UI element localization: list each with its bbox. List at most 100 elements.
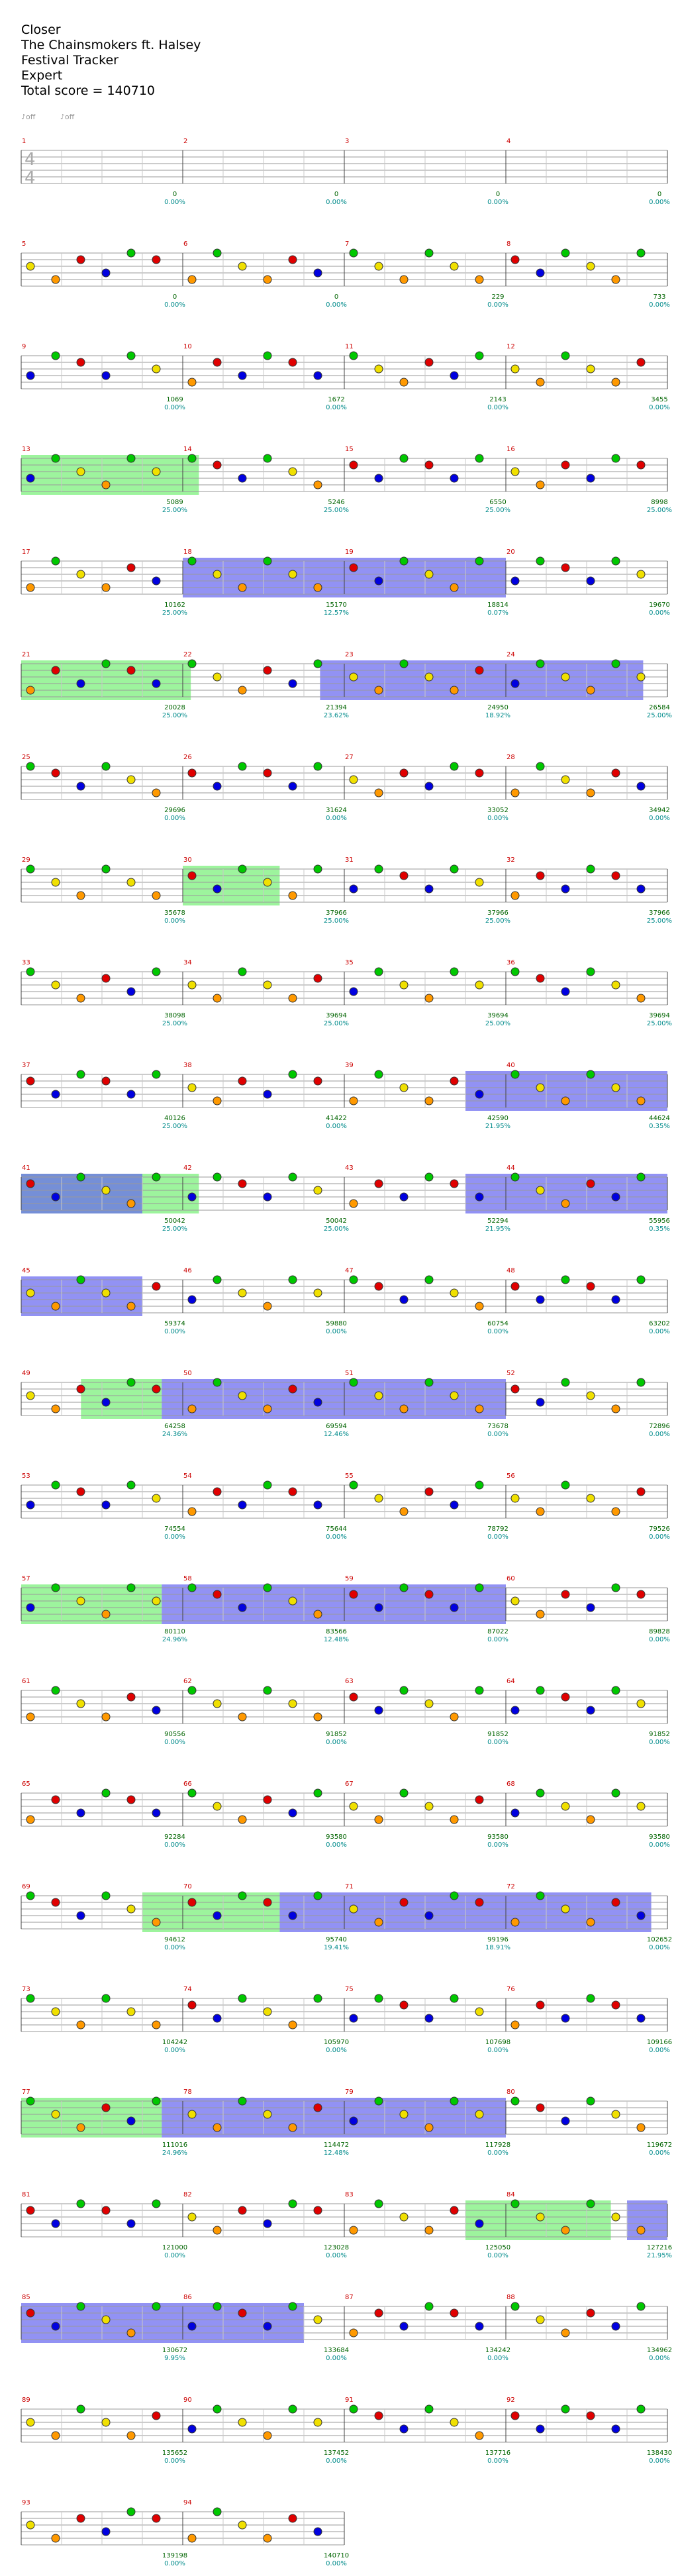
measure-score: 15170 xyxy=(326,601,347,609)
note-gem xyxy=(76,1384,85,1394)
note-gem xyxy=(636,1096,646,1106)
note-gem xyxy=(187,871,197,880)
sp-percent: 19.41% xyxy=(324,1944,349,1951)
note-gem xyxy=(187,2534,197,2543)
measure-score: 134242 xyxy=(485,2347,510,2354)
note-gem xyxy=(263,1583,272,1592)
note-gem xyxy=(374,864,383,874)
note-gem xyxy=(424,1590,434,1599)
note-gem xyxy=(76,782,85,791)
note-gem xyxy=(313,583,322,592)
measure-number: 41 xyxy=(22,1164,30,1172)
note-gem xyxy=(510,2020,520,2030)
measure-number: 93 xyxy=(22,2499,30,2506)
note-gem xyxy=(561,2116,570,2126)
sp-percent: 25.00% xyxy=(162,609,187,617)
note-gem xyxy=(510,467,520,476)
note-gem xyxy=(152,1808,161,1818)
measure-number: 12 xyxy=(507,343,515,350)
measure-score: 119672 xyxy=(647,2141,672,2149)
note-gem xyxy=(424,672,434,682)
note-gem xyxy=(536,378,545,387)
note-gem xyxy=(424,570,434,579)
note-gem xyxy=(313,1398,322,1407)
note-gem xyxy=(586,1179,595,1188)
note-gem xyxy=(213,1172,222,1182)
note-gem xyxy=(450,1288,459,1298)
note-gem xyxy=(213,1802,222,1811)
sp-percent: 0.00% xyxy=(164,404,185,411)
note-gem xyxy=(263,454,272,463)
note-gem xyxy=(288,1275,297,1284)
measure-score: 0 xyxy=(334,191,338,198)
measure-number: 73 xyxy=(22,1986,30,1993)
note-gem xyxy=(561,1590,570,1599)
note-gem xyxy=(510,255,520,264)
note-gem xyxy=(238,1179,247,1188)
measure-number: 82 xyxy=(183,2191,192,2198)
note-gem xyxy=(238,686,247,695)
note-gem xyxy=(238,1076,247,1086)
note-gem xyxy=(399,1083,409,1092)
note-gem xyxy=(424,2404,434,2414)
note-gem xyxy=(51,768,60,778)
measure-number: 63 xyxy=(345,1678,354,1685)
measure-number: 44 xyxy=(507,1164,515,1172)
measure-number: 90 xyxy=(183,2396,192,2404)
note-gem xyxy=(187,2212,197,2222)
note-gem xyxy=(536,1507,545,1516)
note-gem xyxy=(26,371,35,380)
note-gem xyxy=(26,1076,35,1086)
note-gem xyxy=(586,262,595,271)
note-gem xyxy=(76,2123,85,2132)
note-gem xyxy=(374,262,383,271)
note-gem xyxy=(263,1302,272,1311)
sp-percent: 0.00% xyxy=(649,1328,670,1335)
note-gem xyxy=(288,1808,297,1818)
note-gem xyxy=(288,2123,297,2132)
note-gem xyxy=(126,1302,136,1311)
note-gem xyxy=(349,1096,358,1106)
note-gem xyxy=(561,775,570,784)
note-gem xyxy=(101,864,111,874)
note-gem xyxy=(374,1179,383,1188)
measure-number: 17 xyxy=(22,548,30,556)
sp-percent: 12.46% xyxy=(324,1431,349,1438)
sp-percent: 0.00% xyxy=(487,1841,508,1849)
note-gem xyxy=(424,1275,434,1284)
note-gem xyxy=(611,1404,620,1414)
note-gem xyxy=(51,1583,60,1592)
measure-score: 59374 xyxy=(164,1320,185,1327)
note-gem xyxy=(450,2418,459,2427)
note-gem xyxy=(349,884,358,894)
note-gem xyxy=(126,2116,136,2126)
note-gem xyxy=(313,480,322,489)
measure-score: 107698 xyxy=(485,2039,510,2046)
measure-number: 30 xyxy=(183,856,192,864)
note-gem xyxy=(26,1288,35,1298)
note-gem xyxy=(636,884,646,894)
note-gem xyxy=(213,884,222,894)
note-gem xyxy=(51,1795,60,1804)
note-gem xyxy=(152,2096,161,2106)
measure-score: 91852 xyxy=(649,1731,670,1738)
measure-number: 68 xyxy=(507,1780,515,1788)
note-gem xyxy=(51,1898,60,1907)
note-gem xyxy=(510,2302,520,2311)
note-gem xyxy=(288,2199,297,2208)
note-gem xyxy=(586,1994,595,2003)
note-gem xyxy=(51,1090,60,1099)
measure-score: 133684 xyxy=(324,2347,349,2354)
note-gem xyxy=(126,1378,136,1387)
sp-percent: 0.00% xyxy=(164,1328,185,1335)
measure-number: 22 xyxy=(183,651,192,658)
note-gem xyxy=(238,262,247,271)
sp-percent: 25.00% xyxy=(647,1020,672,1027)
measure-score: 31624 xyxy=(326,807,347,814)
measure-number: 14 xyxy=(183,446,192,453)
note-gem xyxy=(424,1699,434,1708)
measure-score: 37966 xyxy=(649,909,670,917)
